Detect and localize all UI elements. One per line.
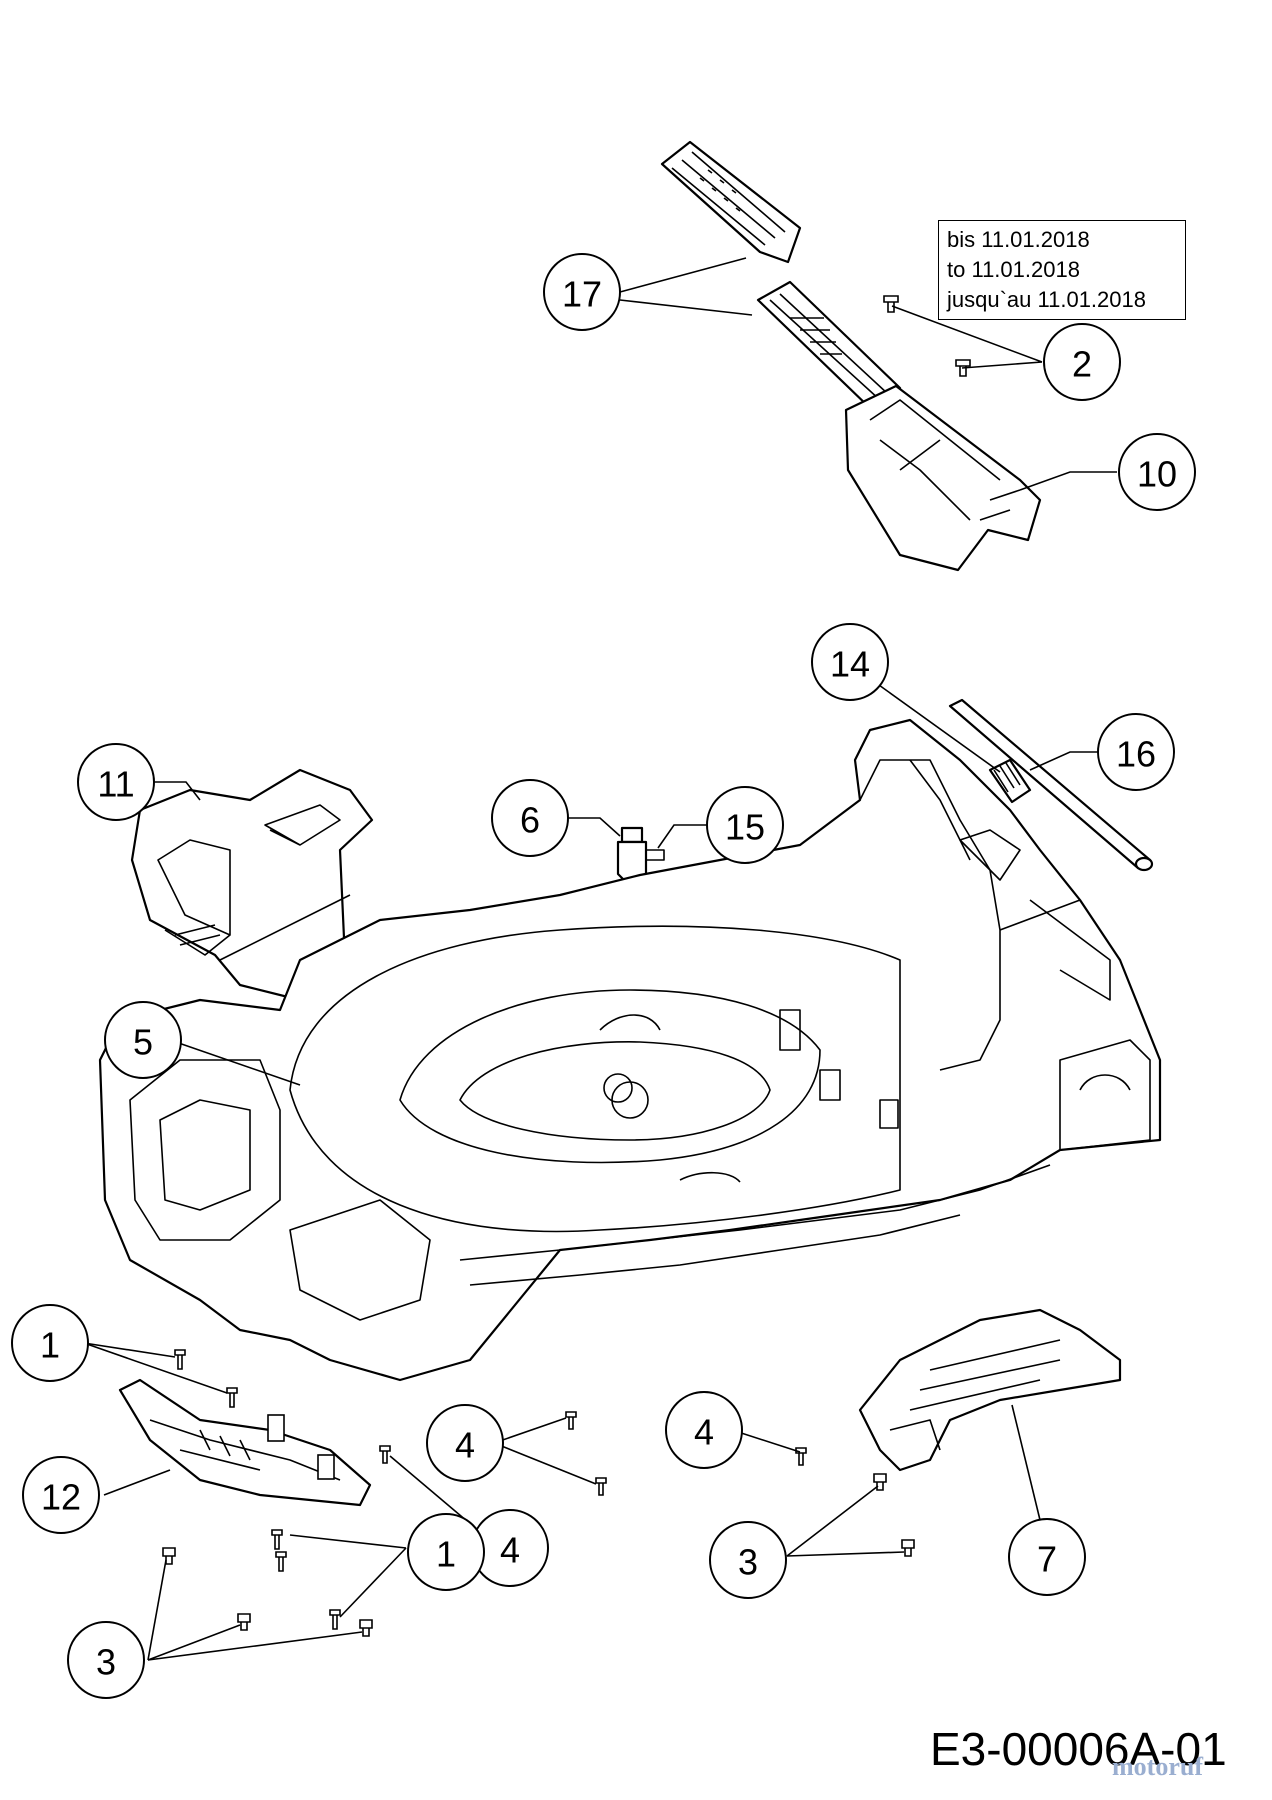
svg-text:15: 15 bbox=[725, 807, 765, 848]
part-10-bracket bbox=[844, 384, 1042, 572]
svg-text:4: 4 bbox=[694, 1412, 714, 1453]
svg-text:1: 1 bbox=[40, 1325, 60, 1366]
svg-text:12: 12 bbox=[41, 1477, 81, 1518]
callout-11: 11 bbox=[77, 743, 155, 821]
callout-15: 15 bbox=[706, 786, 784, 864]
callout-4-center: 4 bbox=[426, 1404, 504, 1482]
validity-note-box: bis 11.01.2018 to 11.01.2018 jusqu`au 11… bbox=[938, 220, 1186, 320]
svg-text:2: 2 bbox=[1072, 344, 1092, 385]
svg-text:7: 7 bbox=[1037, 1539, 1057, 1580]
callout-7: 7 bbox=[1008, 1518, 1086, 1596]
validity-note-en: to 11.01.2018 bbox=[947, 257, 1080, 282]
callout-17: 17 bbox=[543, 253, 621, 331]
svg-text:1: 1 bbox=[436, 1534, 456, 1575]
watermark: motoruf bbox=[1112, 1752, 1203, 1781]
part-16-rod bbox=[948, 698, 1154, 872]
callout-10: 10 bbox=[1118, 433, 1196, 511]
leader-lines bbox=[83, 257, 1117, 1661]
screws-lower bbox=[162, 1349, 915, 1637]
part-5-deck bbox=[98, 718, 1162, 1382]
svg-text:14: 14 bbox=[830, 644, 870, 685]
svg-text:3: 3 bbox=[96, 1642, 116, 1683]
svg-text:10: 10 bbox=[1137, 454, 1177, 495]
callout-1-upper: 1 bbox=[11, 1304, 89, 1382]
drawing-code: E3-00006A-01 bbox=[930, 1723, 1227, 1775]
svg-text:17: 17 bbox=[562, 274, 602, 315]
svg-text:5: 5 bbox=[133, 1022, 153, 1063]
svg-text:4: 4 bbox=[455, 1425, 475, 1466]
svg-text:16: 16 bbox=[1116, 734, 1156, 775]
svg-text:3: 3 bbox=[738, 1542, 758, 1583]
callout-2: 2 bbox=[1043, 323, 1121, 401]
callout-12: 12 bbox=[22, 1456, 100, 1534]
callout-14: 14 bbox=[811, 623, 889, 701]
callout-16: 16 bbox=[1097, 713, 1175, 791]
callout-4-right: 4 bbox=[665, 1391, 743, 1469]
validity-note-de: bis 11.01.2018 bbox=[947, 227, 1090, 252]
validity-note-fr: jusqu`au 11.01.2018 bbox=[947, 287, 1146, 312]
callout-1-lower: 1 bbox=[407, 1513, 485, 1591]
part-12-plate bbox=[118, 1378, 372, 1507]
part-7-guard bbox=[858, 1308, 1122, 1472]
callout-5: 5 bbox=[104, 1001, 182, 1079]
part-11-cover bbox=[130, 768, 374, 1002]
callout-3-right: 3 bbox=[709, 1521, 787, 1599]
callout-6: 6 bbox=[491, 779, 569, 857]
part-14-spring bbox=[988, 758, 1032, 804]
part-17-grille bbox=[660, 140, 902, 412]
callout-3-left: 3 bbox=[67, 1621, 145, 1699]
svg-text:6: 6 bbox=[520, 800, 540, 841]
svg-text:11: 11 bbox=[97, 764, 134, 805]
svg-text:4: 4 bbox=[500, 1530, 520, 1571]
